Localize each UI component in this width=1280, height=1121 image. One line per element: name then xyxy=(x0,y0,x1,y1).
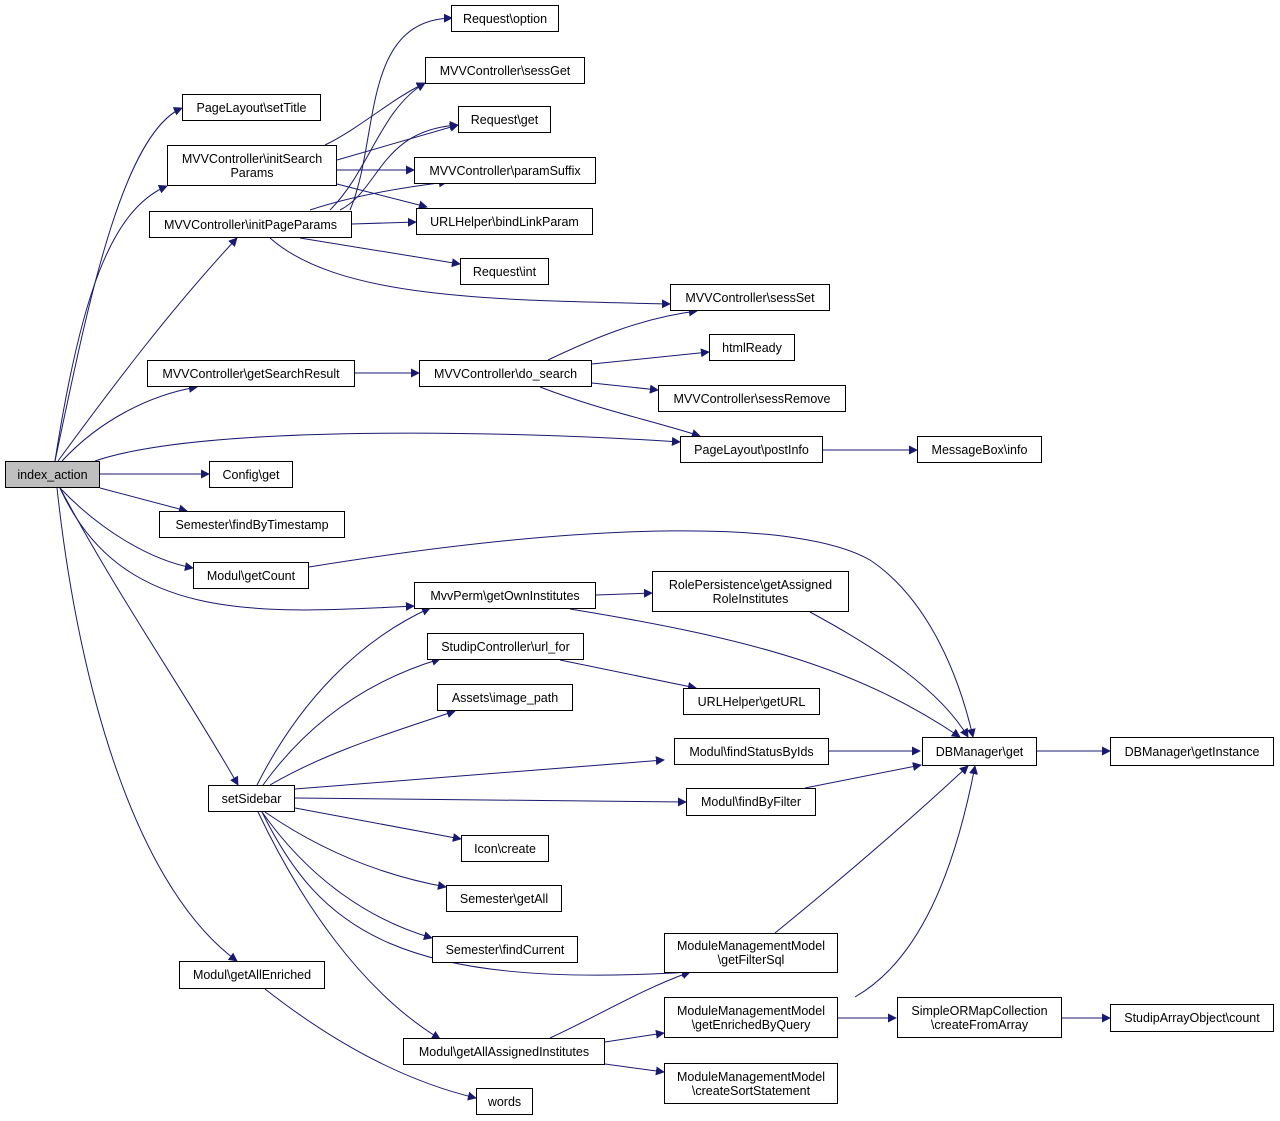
edge-index-findbytimestamp xyxy=(99,487,188,514)
node-request-get[interactable]: Request\get xyxy=(458,106,551,133)
node-modul-findstatusbyids[interactable]: Modul\findStatusByIds xyxy=(674,738,829,765)
edge-gae-words xyxy=(264,988,477,1101)
edge-ds-htmlready xyxy=(591,348,710,365)
edge-gaai-gfs xyxy=(549,970,691,1039)
node-icon-create[interactable]: Icon\create xyxy=(461,835,549,862)
node-words[interactable]: words xyxy=(476,1088,533,1115)
edge-gfs-db xyxy=(774,765,969,934)
node-pagelayout-postinfo[interactable]: PageLayout\postInfo xyxy=(680,436,823,463)
edge-ss-fbf xyxy=(294,797,687,807)
node-modul-getallassignedinstitutes[interactable]: Modul\getAllAssignedInstitutes xyxy=(403,1038,605,1065)
edge-ss-fsbi xyxy=(294,756,665,790)
node-studiparrayobject-count[interactable]: StudipArrayObject\count xyxy=(1110,1004,1274,1032)
edge-goi-rolepersistence xyxy=(595,588,653,598)
edge-ds-sessset xyxy=(547,307,698,361)
node-messagebox-info[interactable]: MessageBox\info xyxy=(917,436,1042,463)
edge-index-getowninstitutes xyxy=(59,487,415,611)
edge-ss-gfs xyxy=(261,811,691,977)
node-modulemanagementmodel-getfiltersql[interactable]: ModuleManagementModel \getFilterSql xyxy=(664,933,838,973)
edge-ss-gaai xyxy=(257,811,441,1040)
edge-index-postinfo xyxy=(94,432,681,462)
edge-gaai-sort xyxy=(604,1063,665,1076)
node-urlhelper-bindlinkparam[interactable]: URLHelper\bindLinkParam xyxy=(416,208,593,235)
node-modulemanagementmodel-createsortstatement[interactable]: ModuleManagementModel \createSortStateme… xyxy=(664,1063,838,1104)
node-modul-findbyfilter[interactable]: Modul\findByFilter xyxy=(686,788,816,816)
edge-index-getsearchresult xyxy=(61,383,198,462)
node-urlhelper-geturl[interactable]: URLHelper\getURL xyxy=(683,688,820,715)
node-semester-getall[interactable]: Semester\getAll xyxy=(446,885,562,912)
node-studipcontroller-url-for[interactable]: StudipController\url_for xyxy=(427,633,584,660)
node-semester-findcurrent[interactable]: Semester\findCurrent xyxy=(432,936,578,963)
edge-index-setsidebar xyxy=(59,487,239,786)
edge-index-getallenriched xyxy=(56,487,238,962)
edge-gaai-gebq xyxy=(604,1029,665,1043)
node-mvvcontroller-getsearchresult[interactable]: MVVController\getSearchResult xyxy=(147,360,355,387)
node-mvvcontroller-paramsuffix[interactable]: MVVController\paramSuffix xyxy=(414,157,596,184)
node-modul-getcount[interactable]: Modul\getCount xyxy=(193,562,309,589)
edge-ipp-paramsuffix xyxy=(309,178,448,211)
node-dbmanager-get[interactable]: DBManager\get xyxy=(922,737,1037,766)
edge-index-initsearchparams xyxy=(54,185,168,462)
edge-ds-postinfo xyxy=(539,386,701,438)
edge-goi-db xyxy=(569,608,961,738)
edge-index-settitle xyxy=(54,107,183,462)
edge-index-initpageparams xyxy=(57,237,238,462)
edge-fbf-db xyxy=(804,762,922,789)
edge-ss-imagepath xyxy=(269,709,456,786)
edge-ss-getall xyxy=(264,811,447,890)
node-mvvcontroller-initpageparams[interactable]: MVVController\initPageParams xyxy=(149,211,352,238)
edge-isp-sessget xyxy=(324,82,426,146)
node-simpleormapcollection-createfromarray[interactable]: SimpleORMapCollection \createFromArray xyxy=(897,997,1062,1038)
node-index-action[interactable]: index_action xyxy=(5,461,100,488)
edge-ipp-sessset xyxy=(269,237,671,309)
node-pagelayout-settitle[interactable]: PageLayout\setTitle xyxy=(182,94,321,121)
node-mvvcontroller-initsearchparams[interactable]: MVVController\initSearch Params xyxy=(167,145,337,186)
node-mvvcontroller-do-search[interactable]: MVVController\do_search xyxy=(419,360,592,387)
edge-ss-iconcreate xyxy=(294,807,462,842)
edge-urlfor-geturl xyxy=(559,659,697,691)
node-assets-image-path[interactable]: Assets\image_path xyxy=(437,684,573,711)
node-mvvcontroller-sessset[interactable]: MVVController\sessSet xyxy=(670,284,830,311)
node-semester-findbytimestamp[interactable]: Semester\findByTimestamp xyxy=(159,511,345,538)
node-mvvcontroller-sessremove[interactable]: MVVController\sessRemove xyxy=(658,385,846,412)
edge-ipp-sessget xyxy=(329,82,426,211)
node-dbmanager-getinstance[interactable]: DBManager\getInstance xyxy=(1110,737,1274,766)
edge-rp-db xyxy=(809,611,969,738)
edge-isp-requestget xyxy=(336,122,459,161)
node-htmlready[interactable]: htmlReady xyxy=(709,334,795,361)
edge-ss-goi xyxy=(256,607,431,786)
edge-isp-bindlinkparam xyxy=(336,183,428,210)
node-config-get[interactable]: Config\get xyxy=(209,461,293,488)
edge-getcount-db xyxy=(308,530,976,738)
edge-index-getcount xyxy=(59,487,194,571)
node-modul-getallenriched[interactable]: Modul\getAllEnriched xyxy=(179,961,325,989)
node-mvvperm-getowninstitutes[interactable]: MvvPerm\getOwnInstitutes xyxy=(414,582,596,609)
edge-ipp-option xyxy=(349,13,453,211)
edge-gebq-db xyxy=(854,765,978,998)
edge-ipp-requestget xyxy=(339,121,459,211)
edge-ipp-requestint xyxy=(299,237,461,268)
edge-ss-urlfor xyxy=(262,657,441,786)
edge-ss-findcurrent xyxy=(261,811,433,941)
node-request-option[interactable]: Request\option xyxy=(451,5,559,32)
edge-ipp-bindlinkparam xyxy=(351,217,417,227)
node-request-int[interactable]: Request\int xyxy=(460,258,549,285)
node-setsidebar[interactable]: setSidebar xyxy=(208,785,295,812)
node-mvvcontroller-sessget[interactable]: MVVController\sessGet xyxy=(425,57,585,84)
node-rolepersistence-getassignedroleinstitutes[interactable]: RolePersistence\getAssigned RoleInstitut… xyxy=(652,571,849,612)
edge-ds-sessremove xyxy=(591,382,659,394)
node-modulemanagementmodel-getenrichedbyquery[interactable]: ModuleManagementModel \getEnrichedByQuer… xyxy=(664,997,838,1038)
